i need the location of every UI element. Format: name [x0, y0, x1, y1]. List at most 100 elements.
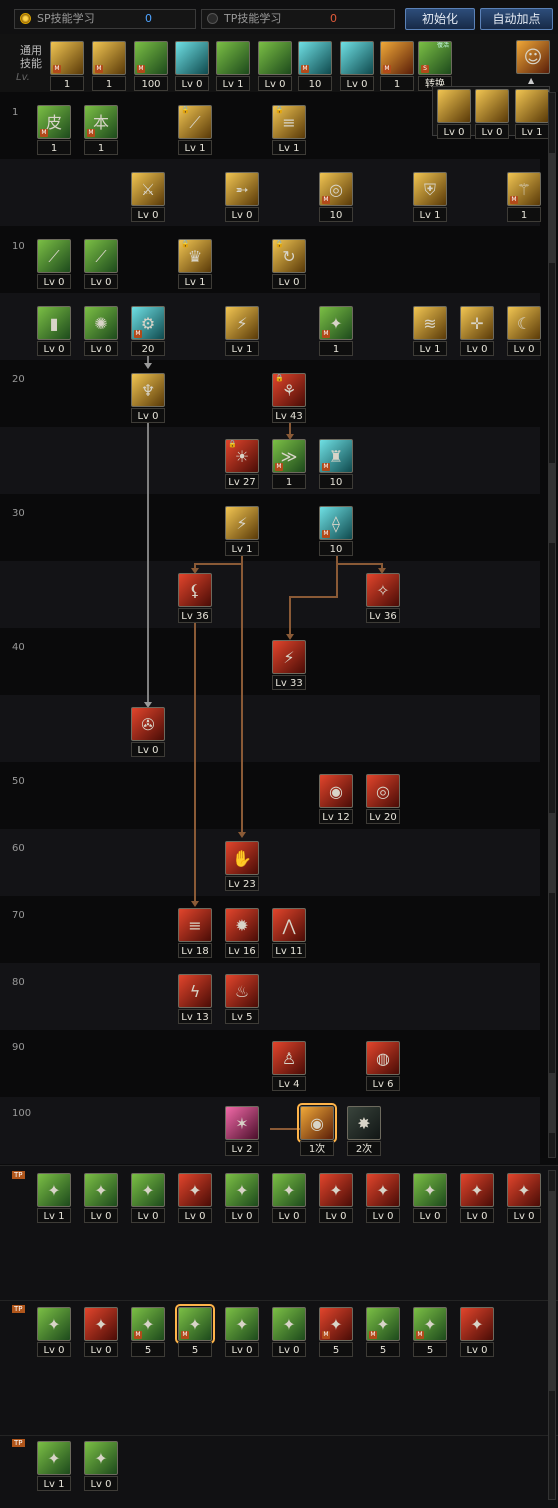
skill-level-caption: 1: [92, 76, 126, 91]
skill-slot-s10[interactable]: ⟋Lv 0: [37, 239, 71, 289]
skill-slot-s36[interactable]: ≡Lv 18: [178, 908, 212, 958]
skill-slot-s31[interactable]: ⚡Lv 33: [272, 640, 306, 690]
skill-slot-s44[interactable]: ◉1次: [297, 1103, 337, 1156]
skill-icon: ✦: [178, 1173, 212, 1207]
skill-slot-tp-1-7[interactable]: ✦Lv 0: [319, 1173, 353, 1223]
skill-slot-common-5[interactable]: Lv 1: [216, 41, 250, 91]
skill-icon: ✦: [225, 1307, 259, 1341]
skill-level-caption: 1: [50, 76, 84, 91]
skill-slot-tp-2-1[interactable]: ✦Lv 0: [37, 1307, 71, 1357]
skill-slot-s17[interactable]: ⚡Lv 1: [225, 306, 259, 356]
skill-slot-s24[interactable]: 🔒☀Lv 27: [225, 439, 259, 489]
character-portrait[interactable]: ☺: [516, 40, 550, 90]
skill-slot-s12[interactable]: 🔒♛Lv 1: [178, 239, 212, 289]
skill-slot-tp-2-6[interactable]: ✦Lv 0: [272, 1307, 306, 1357]
skill-slot-s34[interactable]: ◎Lv 20: [366, 774, 400, 824]
expand-up-icon[interactable]: ▲: [528, 76, 535, 85]
tp-scrollbar[interactable]: [548, 1170, 556, 1500]
skill-slot-common-8[interactable]: Lv 0: [340, 41, 374, 91]
skill-slot-common-6[interactable]: Lv 0: [258, 41, 292, 91]
skill-slot-s30[interactable]: ✧Lv 36: [366, 573, 400, 623]
skill-slot-s20[interactable]: ✛Lv 0: [460, 306, 494, 356]
skill-slot-s5[interactable]: ⚔Lv 0: [131, 172, 165, 222]
skill-slot-s15[interactable]: ✺Lv 0: [84, 306, 118, 356]
skill-slot-s21[interactable]: ☾Lv 0: [507, 306, 541, 356]
skill-slot-s4[interactable]: 🔒≡Lv 1: [272, 105, 306, 155]
skill-glyph: ✶: [235, 1114, 249, 1133]
tab-tp-skill[interactable]: TP技能学习 0: [201, 9, 395, 29]
skill-slot-s23[interactable]: 🔒⚘Lv 43: [272, 373, 306, 423]
skill-slot-tp-1-3[interactable]: ✦Lv 0: [131, 1173, 165, 1223]
skill-slot-s19[interactable]: ≋Lv 1: [413, 306, 447, 356]
skill-slot-tp-1-2[interactable]: ✦Lv 0: [84, 1173, 118, 1223]
skill-icon: ⚡: [225, 506, 259, 540]
skill-slot-s29[interactable]: ⚸Lv 36: [178, 573, 212, 623]
reset-button[interactable]: 初始化: [405, 8, 475, 30]
skill-slot-s43[interactable]: ✶Lv 2: [225, 1106, 259, 1156]
skill-slot-s38[interactable]: ⋀Lv 11: [272, 908, 306, 958]
skill-slot-popup-2[interactable]: Lv 0: [475, 89, 509, 139]
skill-level-caption: Lv 12: [319, 809, 353, 824]
tree-scrollbar[interactable]: [548, 92, 556, 1158]
skill-slot-tp-1-8[interactable]: ✦Lv 0: [366, 1173, 400, 1223]
skill-slot-s6[interactable]: ➵Lv 0: [225, 172, 259, 222]
skill-level-caption: 20: [131, 341, 165, 356]
skill-slot-tp-1-4[interactable]: ✦Lv 0: [178, 1173, 212, 1223]
skill-slot-s27[interactable]: ⚡Lv 1: [225, 506, 259, 556]
skill-slot-common-4[interactable]: Lv 0: [175, 41, 209, 91]
skill-slot-s37[interactable]: ✹Lv 16: [225, 908, 259, 958]
skill-slot-s42[interactable]: ◍Lv 6: [366, 1041, 400, 1091]
skill-slot-s40[interactable]: ♨Lv 5: [225, 974, 259, 1024]
skill-slot-s11[interactable]: ⟋Lv 0: [84, 239, 118, 289]
tab-sp-skill[interactable]: SP技能学习 0: [14, 9, 196, 29]
skill-slot-s22[interactable]: ♆Lv 0: [131, 373, 165, 423]
skill-slot-s14[interactable]: ▮Lv 0: [37, 306, 71, 356]
skill-icon: ✋: [225, 841, 259, 875]
skill-slot-tp-1-5[interactable]: ✦Lv 0: [225, 1173, 259, 1223]
skill-slot-tp-1-9[interactable]: ✦Lv 0: [413, 1173, 447, 1223]
skill-slot-tp-2-10[interactable]: ✦Lv 0: [460, 1307, 494, 1357]
skill-slot-tp-1-6[interactable]: ✦Lv 0: [272, 1173, 306, 1223]
skill-slot-s41[interactable]: ♙Lv 4: [272, 1041, 306, 1091]
skill-slot-tp-1-1[interactable]: ✦Lv 1: [37, 1173, 71, 1223]
skill-slot-s3[interactable]: 🔒⟋Lv 1: [178, 105, 212, 155]
skill-slot-tp-1-11[interactable]: ✦Lv 0: [507, 1173, 541, 1223]
skill-slot-s35[interactable]: ✋Lv 23: [225, 841, 259, 891]
skill-slot-s32[interactable]: ✇Lv 0: [131, 707, 165, 757]
mastery-badge: M: [134, 330, 142, 338]
skill-slot-tp-1-10[interactable]: ✦Lv 0: [460, 1173, 494, 1223]
skill-slot-s13[interactable]: 🔒↻Lv 0: [272, 239, 306, 289]
skill-slot-tp-2-2[interactable]: ✦Lv 0: [84, 1307, 118, 1357]
skill-slot-tp-2-5[interactable]: ✦Lv 0: [225, 1307, 259, 1357]
skill-glyph: ⟋: [189, 113, 201, 132]
skill-slot-tp-3-2[interactable]: ✦Lv 0: [84, 1441, 118, 1491]
skill-slot-s33[interactable]: ◉Lv 12: [319, 774, 353, 824]
skill-slot-s8[interactable]: ⛨Lv 1: [413, 172, 447, 222]
skill-slot-popup-1[interactable]: Lv 0: [437, 89, 471, 139]
skill-slot-s45[interactable]: ✸2次: [347, 1106, 381, 1156]
skill-slot-popup-3[interactable]: Lv 1: [515, 89, 549, 139]
auto-assign-button[interactable]: 自动加点: [480, 8, 553, 30]
skill-slot-tp-3-1[interactable]: ✦Lv 1: [37, 1441, 71, 1491]
